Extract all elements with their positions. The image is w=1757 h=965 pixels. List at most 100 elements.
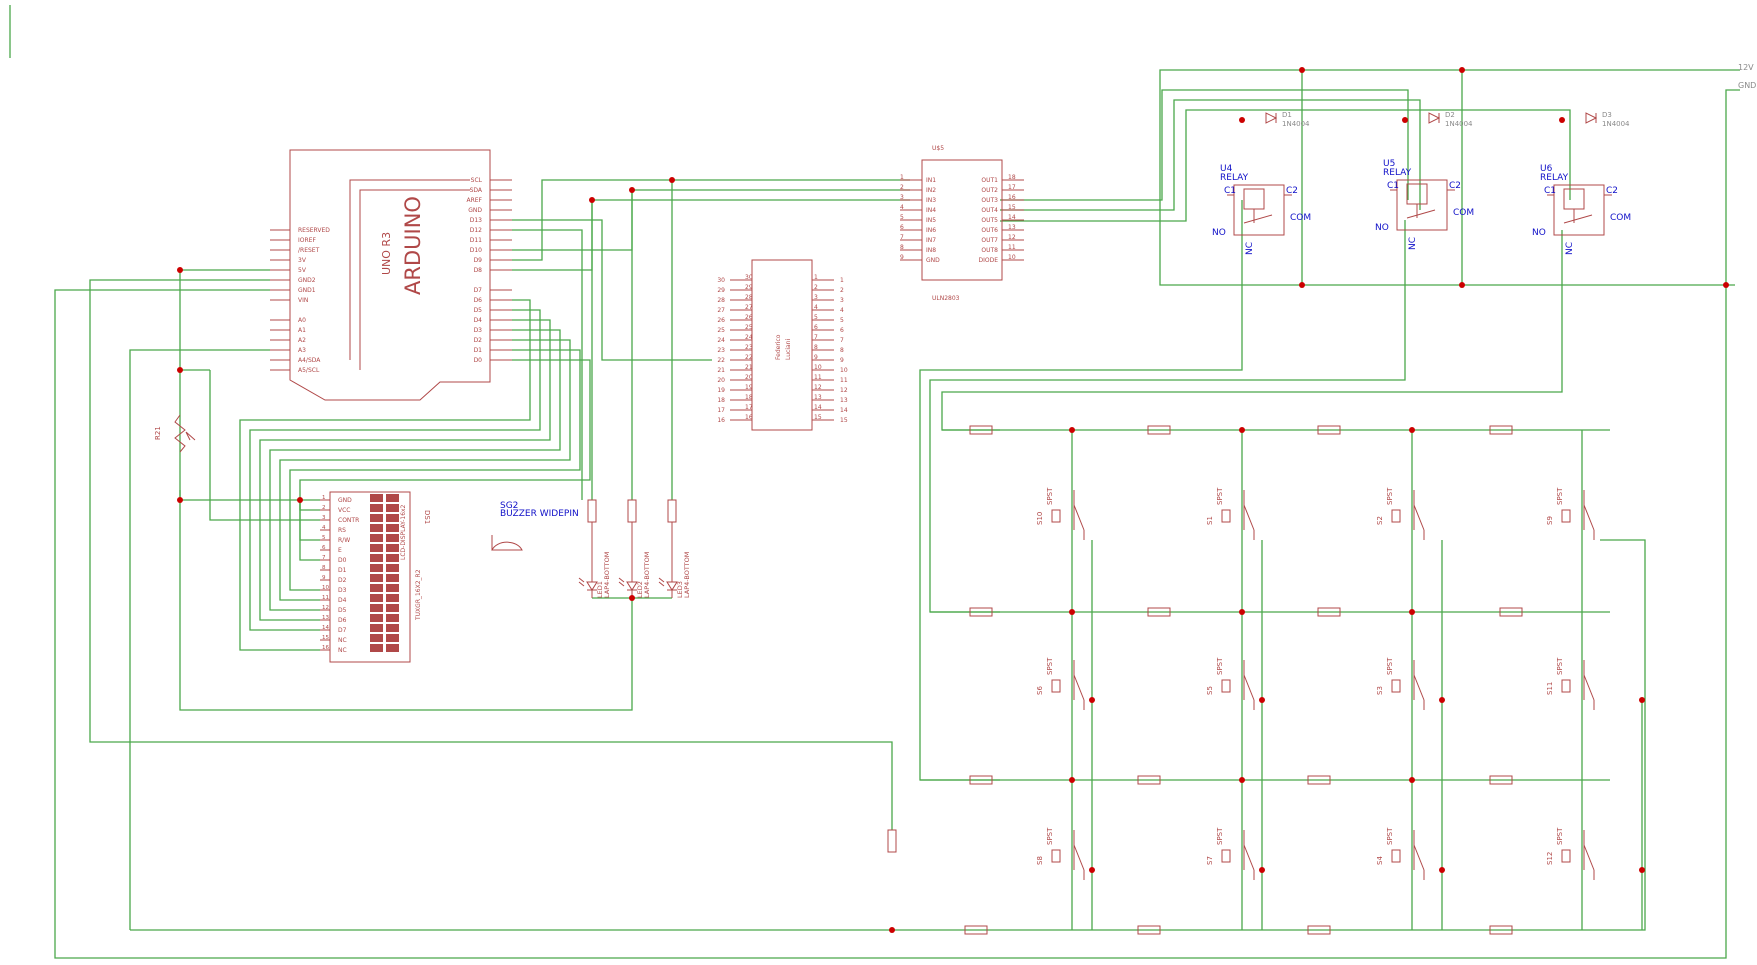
buzzer-ref: SG2	[500, 501, 518, 511]
junction-dot	[669, 177, 675, 183]
junction-dot	[1459, 67, 1465, 73]
led-ref: LED1	[596, 581, 604, 598]
switch-ref: S3	[1376, 686, 1384, 695]
header-pin-num: 23	[745, 344, 753, 351]
lcd-pin-label: RS	[338, 527, 346, 534]
header-pin-num: 17	[745, 404, 753, 411]
arduino-pin-label: A4/SDA	[298, 357, 321, 364]
switch-type: SPST	[1046, 657, 1054, 675]
header-pin-num: 8	[814, 344, 818, 351]
uln-pin-num: 10	[1008, 254, 1016, 261]
relay-body	[1396, 179, 1448, 231]
diode-part: 1N4004	[1282, 120, 1310, 128]
junction-dot	[1459, 282, 1465, 288]
switch-type: SPST	[1556, 657, 1564, 675]
arduino-pin-label: 3V	[298, 257, 307, 264]
uln-pin-label: OUT2	[981, 187, 998, 194]
rail-gnd-label: GND	[1738, 81, 1756, 90]
relay-contact	[1243, 214, 1273, 224]
pulldown-resistor	[887, 829, 897, 853]
relay-coil	[1563, 188, 1585, 210]
switch-actuator	[1561, 509, 1571, 523]
arduino-pin-label: GND2	[298, 277, 316, 284]
junction-dot	[1089, 697, 1095, 703]
lcd-pixel-cell	[386, 514, 399, 522]
junction-dot	[1409, 609, 1415, 615]
junction-dot	[1239, 609, 1245, 615]
diode-part: 1N4004	[1602, 120, 1630, 128]
header-pin-num: 21	[745, 364, 753, 371]
header-pin-num: 25	[717, 327, 725, 334]
lcd-pixel-cell	[386, 644, 399, 652]
diode-ref: D3	[1602, 111, 1612, 119]
led-ref: LED3	[676, 581, 684, 598]
lcd-pixel-cell	[370, 594, 383, 602]
switch-blade	[1583, 844, 1595, 871]
uln-pin-num: 9	[900, 254, 904, 261]
lcd-pin-num: 9	[322, 575, 326, 581]
header-pin-num: 7	[840, 337, 844, 344]
junction-dot	[1069, 777, 1075, 783]
header-pin-num: 27	[717, 307, 725, 314]
junction-dot	[1259, 867, 1265, 873]
header-pin-num: 26	[717, 317, 725, 324]
switch-type: SPST	[1046, 827, 1054, 845]
uln-pin-label: OUT7	[981, 237, 998, 244]
diode-part: 1N4004	[1445, 120, 1473, 128]
uln-pin-label: IN3	[926, 197, 936, 204]
header-label-1: Federico	[775, 334, 782, 360]
header-pin-num: 21	[717, 367, 725, 374]
relay-c2: C2	[1286, 186, 1298, 196]
arduino-pin-label: AREF	[466, 197, 482, 204]
junction-dot	[1639, 697, 1645, 703]
junction-dots	[177, 67, 1729, 933]
switch-ref: S12	[1546, 852, 1554, 865]
relay-diode	[1585, 112, 1598, 124]
switch-blade	[1413, 674, 1425, 701]
header-pin-num: 4	[814, 304, 818, 311]
header-pin-num: 20	[745, 374, 753, 381]
switch-actuator	[1221, 679, 1231, 693]
header-pin-num: 2	[814, 284, 818, 291]
relay-com: COM	[1290, 213, 1311, 223]
lcd-pixel-cell	[386, 524, 399, 532]
lcd-part: LCD-DISPLAY-16x2	[400, 504, 407, 560]
relay-ref: U5	[1383, 159, 1395, 169]
uln-pin-num: 4	[900, 204, 904, 211]
keypad-bottom-resistor	[1489, 925, 1513, 935]
lcd-pin-label: E	[338, 547, 342, 554]
led-ray	[618, 581, 625, 587]
relay-part: RELAY	[1220, 173, 1249, 183]
lcd-pixel-cell	[386, 564, 399, 572]
header-pin-num: 6	[840, 327, 844, 334]
lcd-pin-num: 1	[322, 495, 326, 501]
switch-ref: S1	[1206, 516, 1214, 525]
uln-pin-label: IN2	[926, 187, 936, 194]
led-ray	[658, 577, 665, 583]
header-pin-num: 14	[840, 407, 848, 414]
header-pin-num: 18	[745, 394, 753, 401]
uln-part: ULN2803	[932, 295, 960, 302]
relay-com: COM	[1610, 213, 1631, 223]
header-pin-num: 1	[840, 277, 844, 284]
header-pin-num: 4	[840, 307, 844, 314]
junction-dot	[297, 497, 303, 503]
keypad-row-resistor	[969, 775, 993, 785]
arduino-pin-label: D0	[474, 357, 483, 364]
lcd-pixel-cell	[370, 514, 383, 522]
header-pin-num: 26	[745, 314, 753, 321]
pot-ref: R21	[154, 426, 162, 440]
junction-dot	[889, 927, 895, 933]
arduino-pin-label: D9	[474, 257, 483, 264]
switch-blade	[1073, 674, 1085, 701]
header-pin-num: 24	[745, 334, 753, 341]
arduino-pin-label: D7	[474, 287, 483, 294]
arduino-pin-label: A2	[298, 337, 306, 344]
switch-type: SPST	[1216, 827, 1224, 845]
uln-pin-num: 3	[900, 194, 904, 201]
lcd-pixel-cell	[370, 534, 383, 542]
